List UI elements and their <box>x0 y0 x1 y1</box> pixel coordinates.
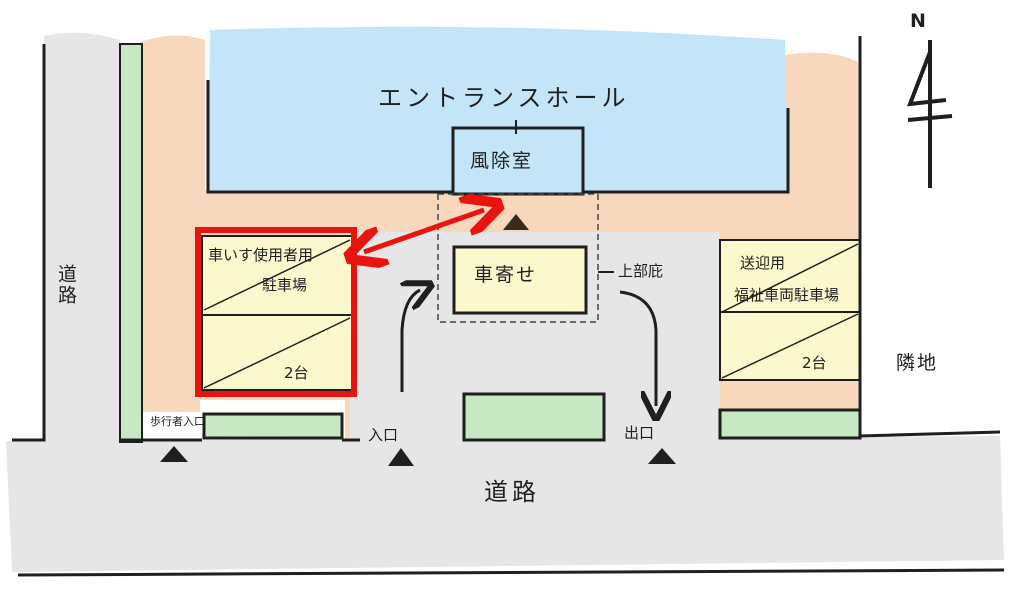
wheelchair-parking-area <box>201 235 353 391</box>
exit-flow-arrow <box>619 290 656 406</box>
wheelchair-diag-2 <box>203 317 351 389</box>
planting-front-center <box>462 392 606 442</box>
pickup-parking-subtitle: 福祉車両駐車場 <box>734 286 840 304</box>
road-edge-bottom <box>17 568 1005 577</box>
road-bottom-label: 道路 <box>484 478 540 506</box>
pedestrian-entrance-label: 歩行者入口 <box>150 415 205 428</box>
car-entrance-label: 入口 <box>368 426 399 444</box>
road-left-area <box>44 32 120 442</box>
road-left-label: 道路 <box>55 264 77 306</box>
wheelchair-highlight <box>195 227 357 397</box>
walkway-front <box>205 190 785 232</box>
entrance-marker-pedestrian <box>160 446 188 462</box>
car-exit-label: 出口 <box>624 424 655 442</box>
entrance-hall-area <box>208 26 788 192</box>
planting-left-strip <box>119 43 143 443</box>
pickup-parking-title: 送迎用 <box>740 254 786 272</box>
pickup-parking-area <box>719 239 861 381</box>
entrance-hall-label: エントランスホール <box>378 84 630 112</box>
wheelchair-parking-title: 車いす使用者用 <box>208 246 314 264</box>
boundary-left-road <box>12 44 46 442</box>
entry-flow-arrow <box>402 290 420 392</box>
drop-off-label: 車寄せ <box>474 264 538 286</box>
access-double-arrow <box>364 210 484 252</box>
wheelchair-parking-subtitle: 駐車場 <box>262 276 308 294</box>
wheelchair-diag-1 <box>203 239 351 311</box>
north-arrow-icon <box>906 40 953 188</box>
windbreak-room-label: 風除室 <box>470 150 534 172</box>
pickup-diag-2 <box>721 313 859 379</box>
pickup-diag-1 <box>721 243 859 313</box>
wheelchair-parking-count: 2台 <box>284 364 309 382</box>
entrance-marker-car-in <box>388 448 414 466</box>
planting-front-right <box>718 408 862 440</box>
upper-eaves-label: 上部庇 <box>618 262 664 280</box>
north-label: N <box>910 10 928 32</box>
entrance-marker-car-out <box>648 448 676 464</box>
planting-front-left <box>202 412 344 440</box>
entrance-marker-hall <box>503 214 529 230</box>
boundary-right <box>858 36 1001 438</box>
neighbor-lot-label: 隣地 <box>896 352 939 374</box>
pickup-parking-count: 2台 <box>802 354 827 372</box>
road-bottom-area <box>6 436 1004 572</box>
